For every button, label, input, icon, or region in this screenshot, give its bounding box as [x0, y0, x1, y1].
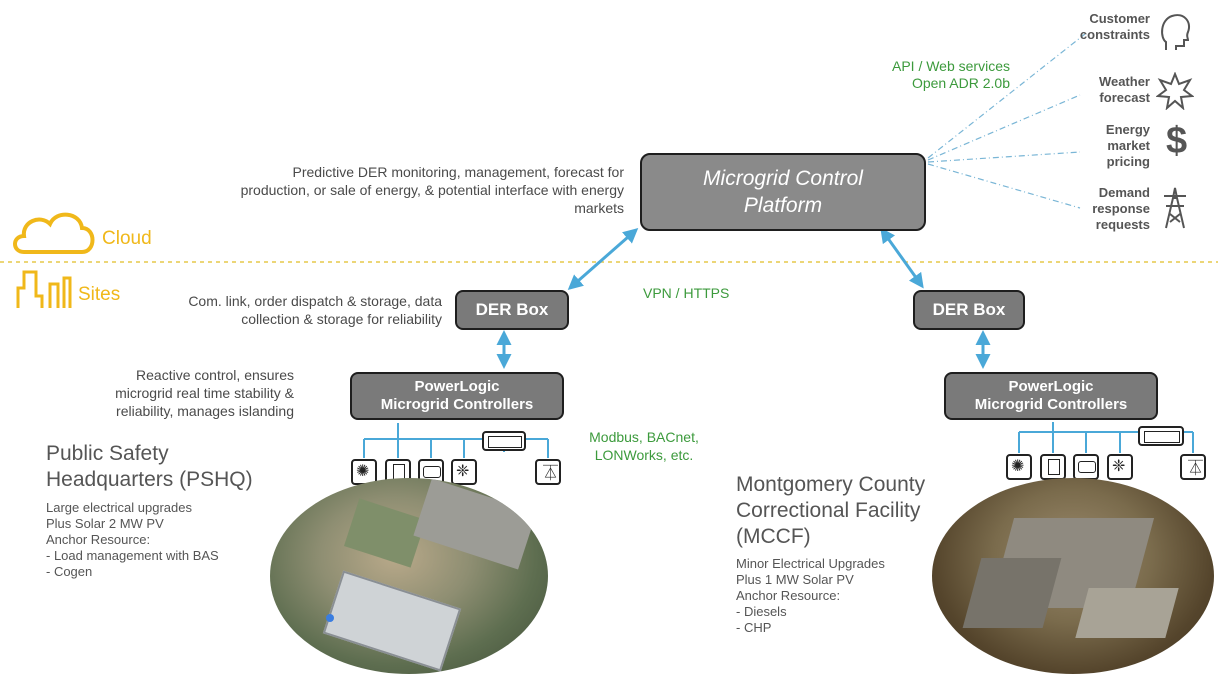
cloud-label: Cloud	[102, 228, 152, 249]
site-detail-line: - Diesels	[736, 604, 787, 619]
external-input-energy-pricing: Energy market pricing	[1105, 122, 1150, 169]
protocols-line-2: LONWorks, etc.	[594, 447, 694, 463]
powerlogic-controllers-left[interactable]: PowerLogic Microgrid Controllers	[350, 372, 564, 420]
microgrid-control-platform-box[interactable]: Microgrid Control Platform	[640, 153, 926, 231]
site-detail-line: Anchor Resource:	[736, 588, 841, 603]
generator-icon	[1073, 454, 1099, 480]
external-input-weather: Weather forecast	[1098, 74, 1150, 105]
platform-description: Predictive DER monitoring, management, f…	[240, 164, 624, 216]
site-detail-line: Large electrical upgrades	[46, 500, 192, 515]
controllers-line-2: Microgrid Controllers	[974, 396, 1128, 413]
sun-burst-icon	[1156, 72, 1194, 110]
cloud-icon	[13, 212, 95, 254]
dollar-icon: $	[1166, 120, 1188, 162]
external-input-demand-response: Demand response requests	[1092, 185, 1150, 232]
protocols-line-1: Modbus, BACnet,	[589, 429, 699, 445]
site-detail-line: - Cogen	[46, 564, 93, 579]
pylon-icon: ⏄	[535, 459, 561, 485]
api-line-1: API / Web services	[891, 58, 1010, 74]
site-title-mccf: Montgomery County Correctional Facility …	[736, 473, 926, 548]
pylon-icon: ⏄	[1180, 454, 1206, 480]
site-details-mccf: Minor Electrical Upgrades Plus 1 MW Sola…	[736, 556, 936, 636]
fan-icon: ❈	[451, 459, 477, 485]
battery-icon	[1138, 426, 1184, 446]
buildings-icon	[16, 270, 72, 308]
der-box-label: DER Box	[475, 300, 549, 319]
site-detail-line: - CHP	[736, 620, 772, 635]
site-details-pshq: Large electrical upgrades Plus Solar 2 M…	[46, 500, 276, 580]
battery-icon	[482, 431, 526, 451]
fan-icon: ❈	[1107, 454, 1133, 480]
controllers-line-1: PowerLogic	[1008, 378, 1094, 395]
controllers-line-1: PowerLogic	[414, 378, 500, 395]
external-input-customer: Customer constraints	[1079, 11, 1150, 42]
site-detail-line: - Load management with BAS	[46, 548, 219, 563]
der-box-right[interactable]: DER Box	[913, 290, 1025, 330]
der-box-label: DER Box	[932, 300, 1006, 319]
solar-icon: ✺	[1006, 454, 1032, 480]
head-silhouette-icon	[1161, 14, 1190, 50]
api-label: API / Web services Open ADR 2.0b	[850, 58, 1010, 92]
der-box-left[interactable]: DER Box	[455, 290, 569, 330]
controllers-line-2: Microgrid Controllers	[380, 396, 534, 413]
site-detail-line: Plus Solar 2 MW PV	[46, 516, 164, 531]
powerlogic-controllers-right[interactable]: PowerLogic Microgrid Controllers	[944, 372, 1158, 420]
api-line-2: Open ADR 2.0b	[911, 75, 1010, 91]
link-mcp-der-left	[567, 228, 639, 290]
protocols-label: Modbus, BACnet, LONWorks, etc.	[580, 428, 708, 464]
site-detail-line: Plus 1 MW Solar PV	[736, 572, 854, 587]
pshq-aerial-photo	[270, 478, 548, 674]
site-detail-line: Minor Electrical Upgrades	[736, 556, 885, 571]
der-box-description: Com. link, order dispatch & storage, dat…	[188, 293, 442, 327]
site-title-pshq: Public Safety Headquarters (PSHQ)	[46, 442, 253, 491]
transmission-tower-icon	[1164, 187, 1186, 229]
platform-title: Microgrid Control Platform	[703, 167, 863, 217]
site-detail-line: Anchor Resource:	[46, 532, 151, 547]
link-mcp-der-right	[880, 227, 924, 289]
door-icon	[1040, 454, 1066, 480]
vpn-label: VPN / HTTPS	[643, 285, 730, 301]
mccf-aerial-photo	[932, 478, 1214, 674]
controllers-description: Reactive control, ensures microgrid real…	[115, 367, 294, 419]
external-input-links	[927, 33, 1086, 209]
sites-label: Sites	[78, 284, 121, 305]
